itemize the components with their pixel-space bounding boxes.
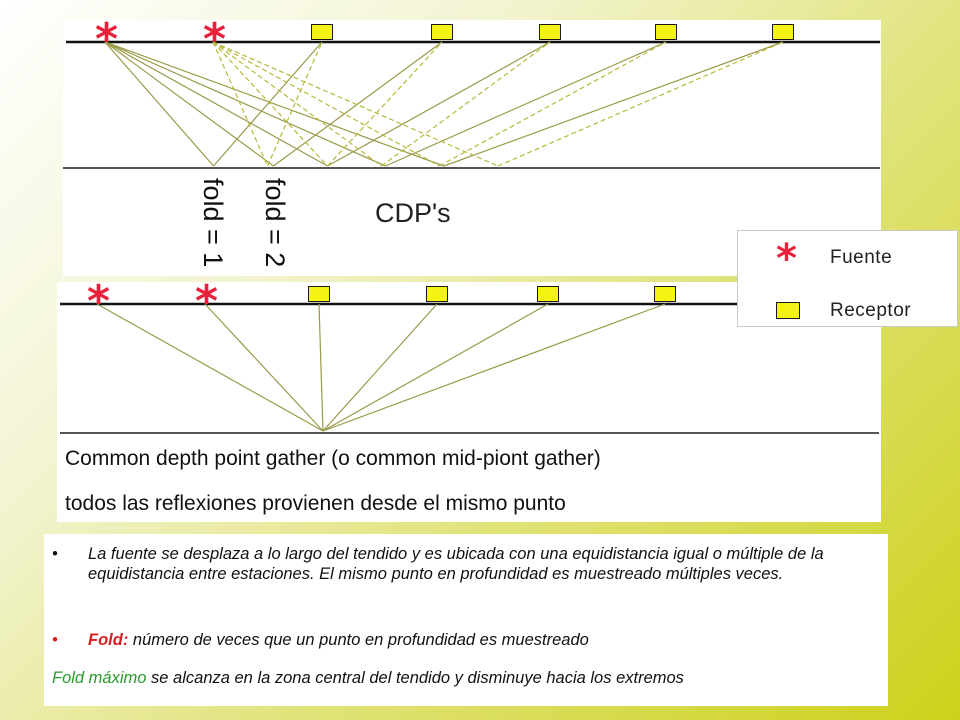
- ray-path: [204, 303, 324, 432]
- legend-receiver-label: Receptor: [830, 300, 912, 321]
- fold-1-label: fold = 1: [198, 178, 228, 268]
- receiver-icon: [537, 286, 559, 302]
- receiver-icon: [772, 24, 794, 40]
- source-asterisk-icon: *: [95, 14, 119, 65]
- receiver-icon: [654, 286, 676, 302]
- legend-receiver-icon: [776, 302, 800, 319]
- legend-source-label: Fuente: [830, 247, 893, 268]
- fold-diagram-svg: [63, 40, 880, 169]
- receiver-icon: [311, 24, 333, 40]
- ray-path: [322, 303, 438, 432]
- receiver-icon: [539, 24, 561, 40]
- dashed-ray-path: [212, 41, 440, 167]
- fold-diagram-panel: * * fold = 1 fold = 2 CDP's: [63, 14, 881, 276]
- dashed-ray-path: [212, 41, 269, 167]
- bullet-1-text: La fuente se desplaza a lo largo del ten…: [88, 545, 824, 583]
- fold-definition: número de veces que un punto en profundi…: [128, 631, 589, 649]
- fold-maximo-term: Fold máximo: [52, 669, 147, 687]
- receiver-icon: [655, 24, 677, 40]
- ray-path: [385, 41, 667, 167]
- legend-asterisk-icon: *: [776, 236, 797, 282]
- bullet-dot: •: [52, 631, 58, 649]
- ray-path: [104, 41, 386, 167]
- ray-path: [322, 303, 549, 432]
- ray-path: [104, 41, 445, 167]
- ray-path: [318, 303, 324, 432]
- dashed-ray-path: [327, 41, 443, 167]
- source-asterisk-icon: *: [87, 276, 111, 327]
- dashed-ray-path: [381, 41, 551, 167]
- dashed-ray-path: [497, 41, 784, 167]
- fold-2-label: fold = 2: [260, 178, 290, 268]
- receiver-icon: [431, 24, 453, 40]
- source-asterisk-icon: *: [195, 276, 219, 327]
- ray-path: [213, 41, 323, 167]
- ray-path: [96, 303, 324, 432]
- cdp-label: CDP's: [375, 198, 451, 228]
- fold-term: Fold:: [88, 631, 129, 649]
- caption-line-2: todos las reflexiones provienen desde el…: [65, 492, 566, 515]
- receiver-icon: [426, 286, 448, 302]
- footer-note: Fold máximo se alcanza en la zona centra…: [52, 668, 888, 688]
- ray-path: [327, 41, 551, 167]
- explanation-panel: • La fuente se desplaza a lo largo del t…: [44, 534, 888, 706]
- ray-path: [104, 41, 328, 167]
- ray-path: [273, 41, 443, 167]
- dashed-ray-path: [212, 41, 328, 167]
- ray-paths: [96, 303, 666, 432]
- ray-paths: [104, 41, 784, 167]
- legend-box: * Fuente Receptor: [737, 230, 958, 327]
- ray-path: [104, 41, 274, 167]
- dashed-ray-path: [439, 41, 667, 167]
- dashed-ray-path: [212, 41, 499, 167]
- caption-line-1: Common depth point gather (o common mid-…: [65, 447, 601, 470]
- dashed-ray-path: [266, 41, 323, 167]
- ray-path: [443, 41, 784, 167]
- dashed-ray-path: [212, 41, 382, 167]
- bullet-dot: •: [52, 545, 58, 563]
- ray-path: [104, 41, 214, 167]
- ray-path: [322, 303, 666, 432]
- source-asterisk-icon: *: [203, 14, 227, 65]
- receiver-icon: [308, 286, 330, 302]
- fold-maximo-text: se alcanza en la zona central del tendid…: [146, 669, 684, 687]
